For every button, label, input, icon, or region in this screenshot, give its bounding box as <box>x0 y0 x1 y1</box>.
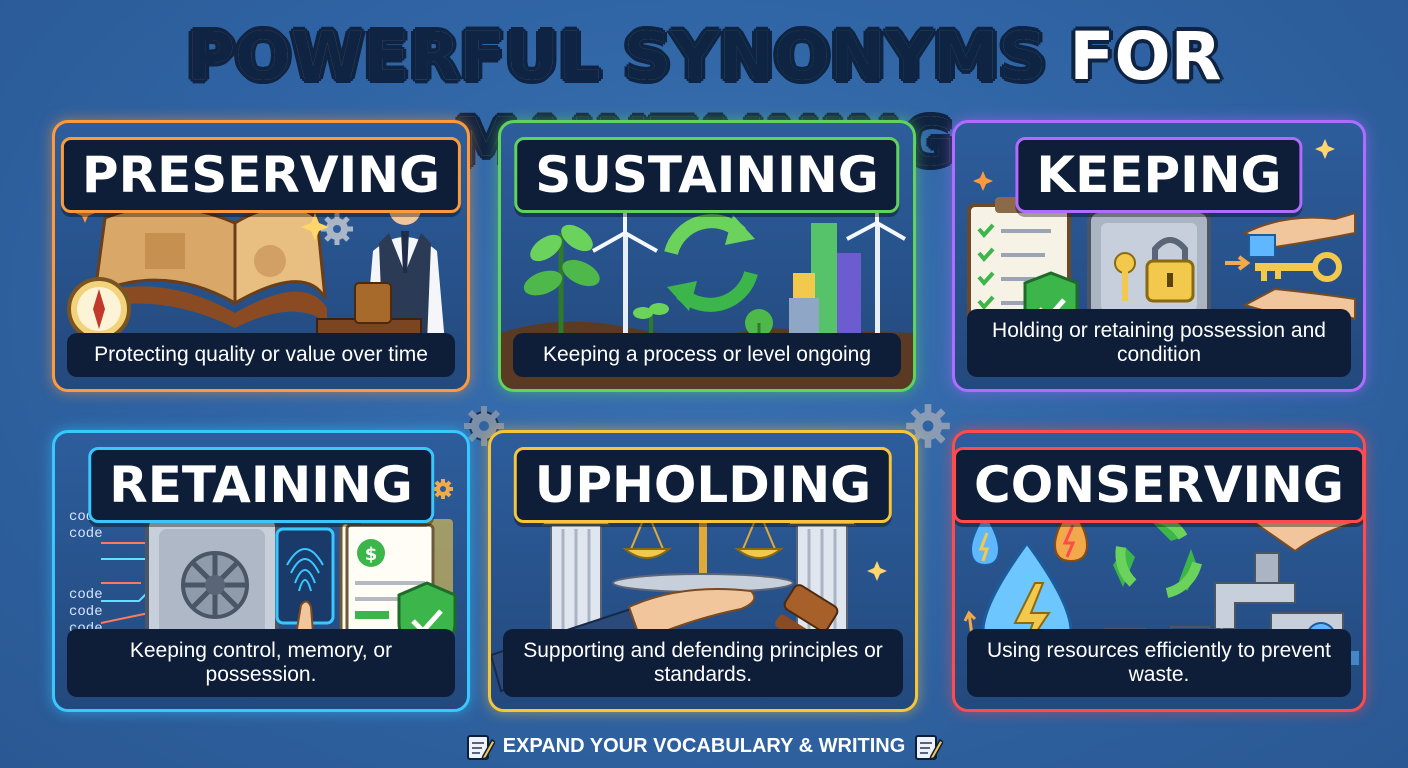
card-caption: Keeping a process or level ongoing <box>513 333 901 377</box>
card-title: PRESERVING <box>60 137 462 213</box>
card-caption: Protecting quality or value over time <box>67 333 455 377</box>
vault-fingerprint-icon: $ <box>100 479 457 663</box>
title-part-2: SYNONYMS <box>623 18 1047 95</box>
page-title: POWERFUL SYNONYMS FOR MAINTAINING <box>0 14 1408 181</box>
open-book-icon <box>67 191 445 343</box>
card-keeping: KEEPING Holding or retaining possession … <box>952 120 1366 392</box>
card-caption: Supporting and defending principles or s… <box>503 629 903 697</box>
title-part-3: FOR <box>1069 18 1222 95</box>
card-title: CONSERVING <box>955 447 1363 523</box>
notepad-pencil-icon <box>466 734 495 760</box>
code-line: code <box>69 587 103 603</box>
card-retaining: $ code> code code code code RETAINING Ke… <box>52 430 470 712</box>
card-sustaining: SUSTAINING Keeping a process or level on… <box>498 120 916 392</box>
card-caption: Keeping control, memory, or possession. <box>67 629 455 697</box>
gear-icon <box>906 404 950 448</box>
card-title: SUSTAINING <box>514 137 900 213</box>
card-title: KEEPING <box>1015 137 1303 213</box>
footer: EXPAND YOUR VOCABULARY & WRITING <box>0 728 1408 764</box>
safe-lock-icon <box>967 139 1356 341</box>
card-title: RETAINING <box>88 447 434 523</box>
code-lines: code> code code code code <box>69 509 111 638</box>
code-line: code <box>69 604 103 620</box>
card-title: UPHOLDING <box>513 447 893 523</box>
notepad-pencil-icon <box>915 734 944 760</box>
card-caption: Holding or retaining possession and cond… <box>967 309 1351 377</box>
card-upholding: UPHOLDING Supporting and defending princ… <box>488 430 918 712</box>
footer-text: EXPAND YOUR VOCABULARY & WRITING <box>502 735 906 757</box>
card-preserving: PRESERVING Protecting quality or value o… <box>52 120 470 392</box>
code-line: code <box>69 526 103 542</box>
svg-text:$: $ <box>365 544 378 565</box>
title-part-1: POWERFUL <box>186 18 601 95</box>
card-conserving: CONSERVING Using resources efficiently t… <box>952 430 1366 712</box>
card-caption: Using resources efficiently to prevent w… <box>967 629 1351 697</box>
gear-icon <box>464 406 504 446</box>
